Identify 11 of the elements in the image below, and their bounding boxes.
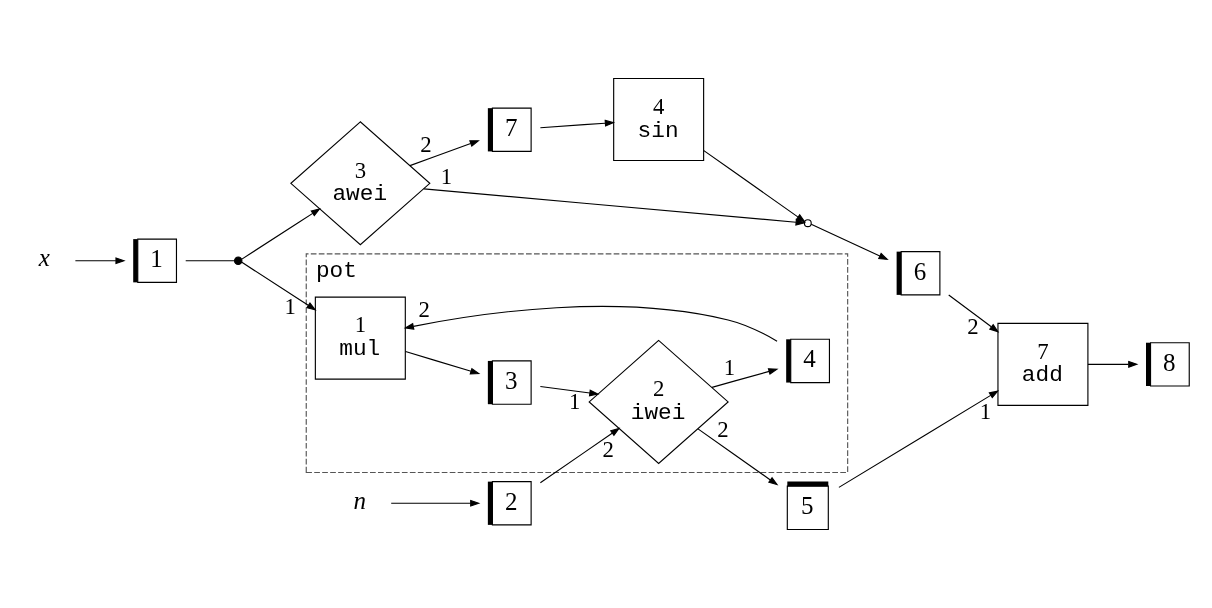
node-text: n xyxy=(353,486,367,514)
edge-label: 2 xyxy=(717,416,729,442)
edge-label: 2 xyxy=(418,297,430,323)
edge-label: 1 xyxy=(979,398,992,424)
edge-label: 1 xyxy=(284,294,296,320)
edge-label: 2 xyxy=(967,314,979,340)
node-text: x xyxy=(38,243,50,271)
edge-label: 2 xyxy=(602,436,614,462)
edge-label: 2 xyxy=(420,132,432,158)
edge-label: 1 xyxy=(440,164,453,190)
edge-label: 1 xyxy=(568,389,581,415)
